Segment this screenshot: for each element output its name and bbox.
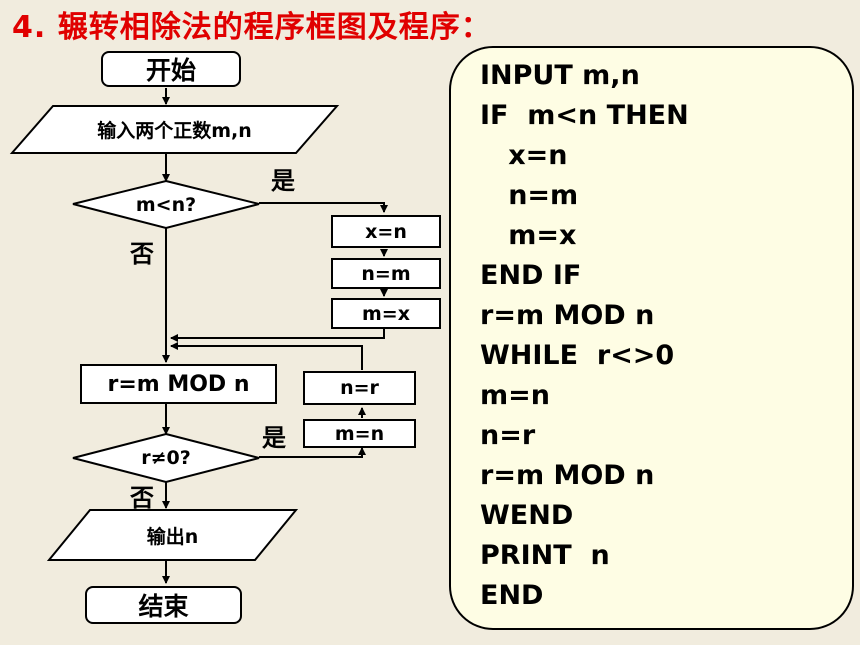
program-line: m=x (480, 220, 577, 251)
program-line: INPUT m,n (480, 60, 640, 91)
program-line: n=m (480, 180, 579, 211)
decision2-yes-label: 是 (262, 423, 286, 452)
program-line: WHILE r<>0 (480, 340, 675, 371)
arrow-decision2-yes (259, 447, 366, 458)
program-line: r=m MOD n (480, 300, 655, 331)
loop-m-box: m=n (303, 419, 416, 448)
program-line: n=r (480, 420, 536, 451)
program-panel (449, 46, 854, 630)
assign-x-box: x=n (331, 215, 441, 248)
decision2-diamond (72, 432, 260, 484)
program-line: IF m<n THEN (480, 100, 689, 131)
decision1-no-label: 否 (130, 239, 154, 268)
input-parallelogram (9, 105, 340, 154)
slide-title: 4. 辗转相除法的程序框图及程序： (12, 10, 492, 45)
decision2-label: r≠0? (141, 447, 191, 469)
output-parallelogram (46, 509, 299, 561)
loop-n-box: n=r (303, 371, 416, 405)
end-terminal: 结束 (85, 586, 242, 624)
input-label: 输入两个正数m,n (97, 120, 252, 142)
assign-n-box: n=m (331, 258, 441, 289)
remainder-box: r=m MOD n (80, 364, 277, 404)
program-line: END (480, 580, 544, 611)
program-line: PRINT n (480, 540, 610, 571)
decision2-no-label: 否 (130, 483, 154, 512)
decision1-diamond (72, 179, 260, 230)
flowchart-lines (9, 88, 388, 584)
decision1-yes-label: 是 (271, 166, 295, 195)
program-line: END IF (480, 260, 582, 291)
program-line: WEND (480, 500, 574, 531)
assign-m-box: m=x (331, 298, 441, 329)
arrow-loop-back (170, 342, 363, 370)
decision1-label: m<n? (135, 193, 197, 216)
output-label: 输出n (146, 525, 199, 548)
program-line: m=n (480, 380, 550, 411)
arrow-merge-if (170, 329, 385, 342)
program-line: x=n (480, 140, 568, 171)
arrow-decision1-yes (259, 202, 388, 213)
program-line: r=m MOD n (480, 460, 655, 491)
start-terminal: 开始 (101, 51, 241, 87)
